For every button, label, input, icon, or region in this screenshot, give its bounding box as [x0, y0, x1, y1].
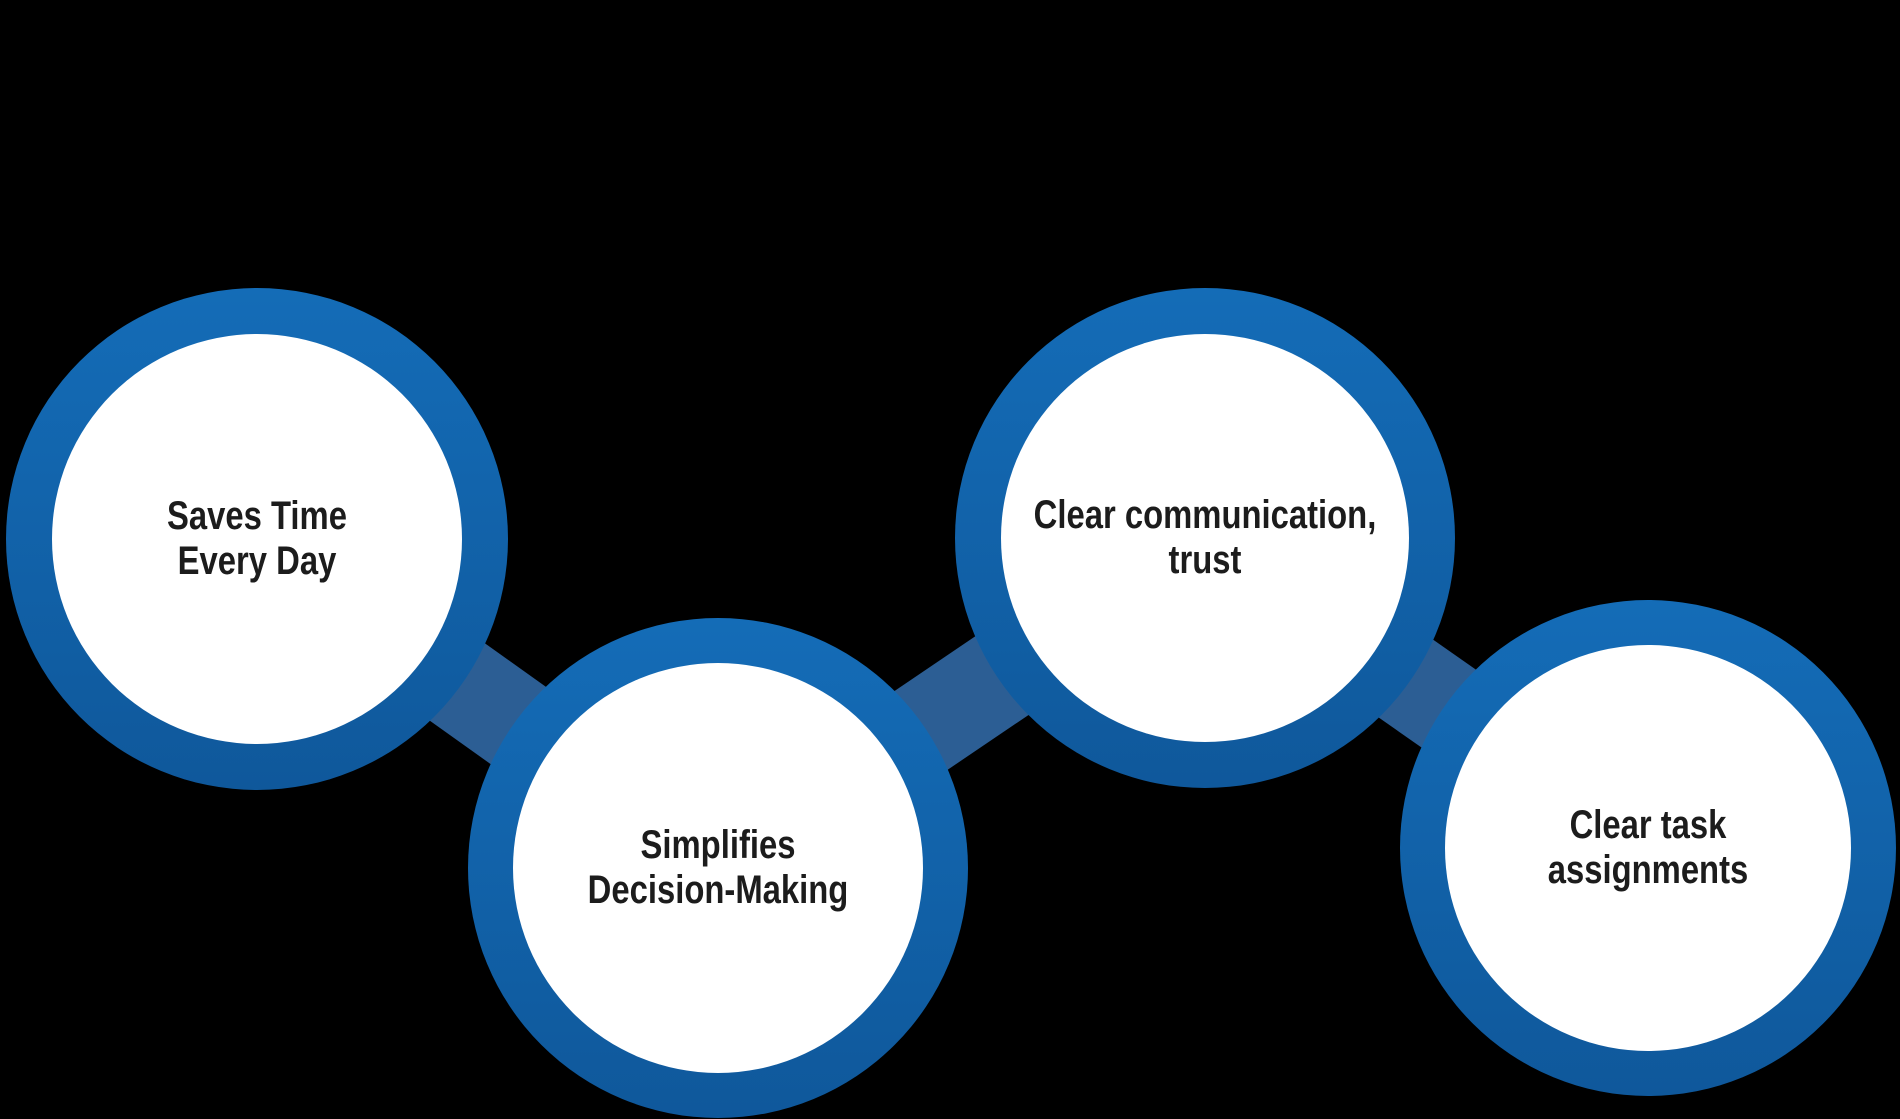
- node-label-simplifies-decisions: Simplifies Decision-Making: [525, 823, 910, 913]
- node-label-line2: Every Day: [177, 539, 337, 583]
- node-label-saves-time: Saves Time Every Day: [64, 494, 449, 584]
- node-label-line2: trust: [1168, 538, 1242, 582]
- node-label-line1: Saves Time: [167, 494, 347, 539]
- node-label-clear-tasks: Clear task assignments: [1455, 803, 1840, 893]
- node-label-clear-communication: Clear communication, trust: [1012, 493, 1397, 583]
- node-face-simplifies-decisions: [513, 663, 923, 1073]
- node-face-clear-tasks: [1445, 645, 1851, 1051]
- node-face-saves-time: [52, 334, 462, 744]
- node-face-clear-communication: [1001, 334, 1409, 742]
- node-label-line1: Clear communication,: [1033, 493, 1377, 538]
- node-label-line2: assignments: [1547, 848, 1749, 892]
- node-label-line1: Clear task: [1569, 803, 1727, 848]
- node-label-line1: Simplifies: [640, 823, 796, 868]
- node-label-line2: Decision-Making: [587, 868, 849, 912]
